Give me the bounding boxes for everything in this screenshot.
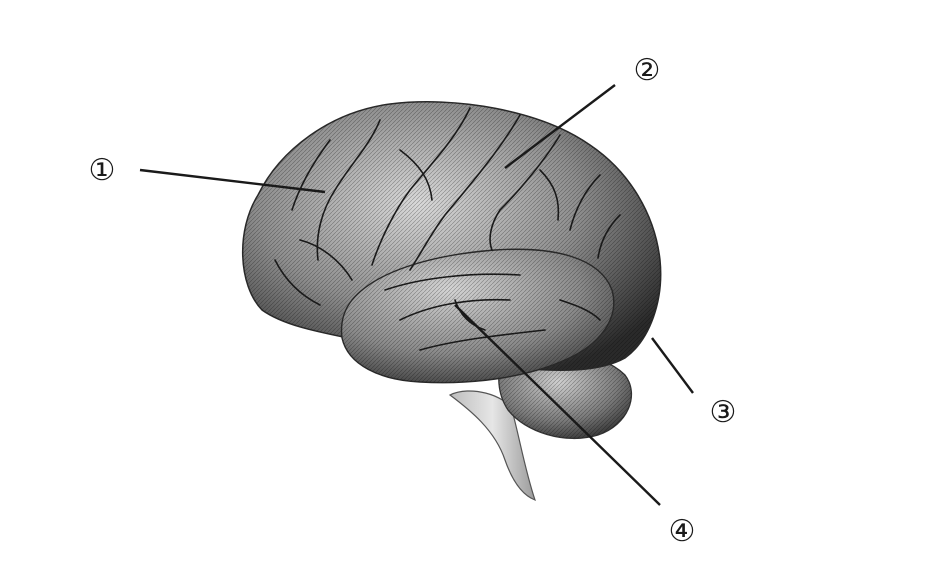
- leader-line-3: [651, 337, 694, 394]
- brain-stem: [448, 390, 536, 502]
- label-3: ③: [710, 395, 737, 430]
- leader-line-2: [504, 84, 616, 169]
- gyri-lines: [274, 107, 621, 351]
- leader-line-1: [139, 168, 326, 194]
- leader-line-4: [454, 304, 661, 506]
- leader-lines: [139, 84, 694, 506]
- label-4: ④: [669, 514, 696, 549]
- label-1: ①: [89, 153, 116, 188]
- label-2: ②: [634, 53, 661, 88]
